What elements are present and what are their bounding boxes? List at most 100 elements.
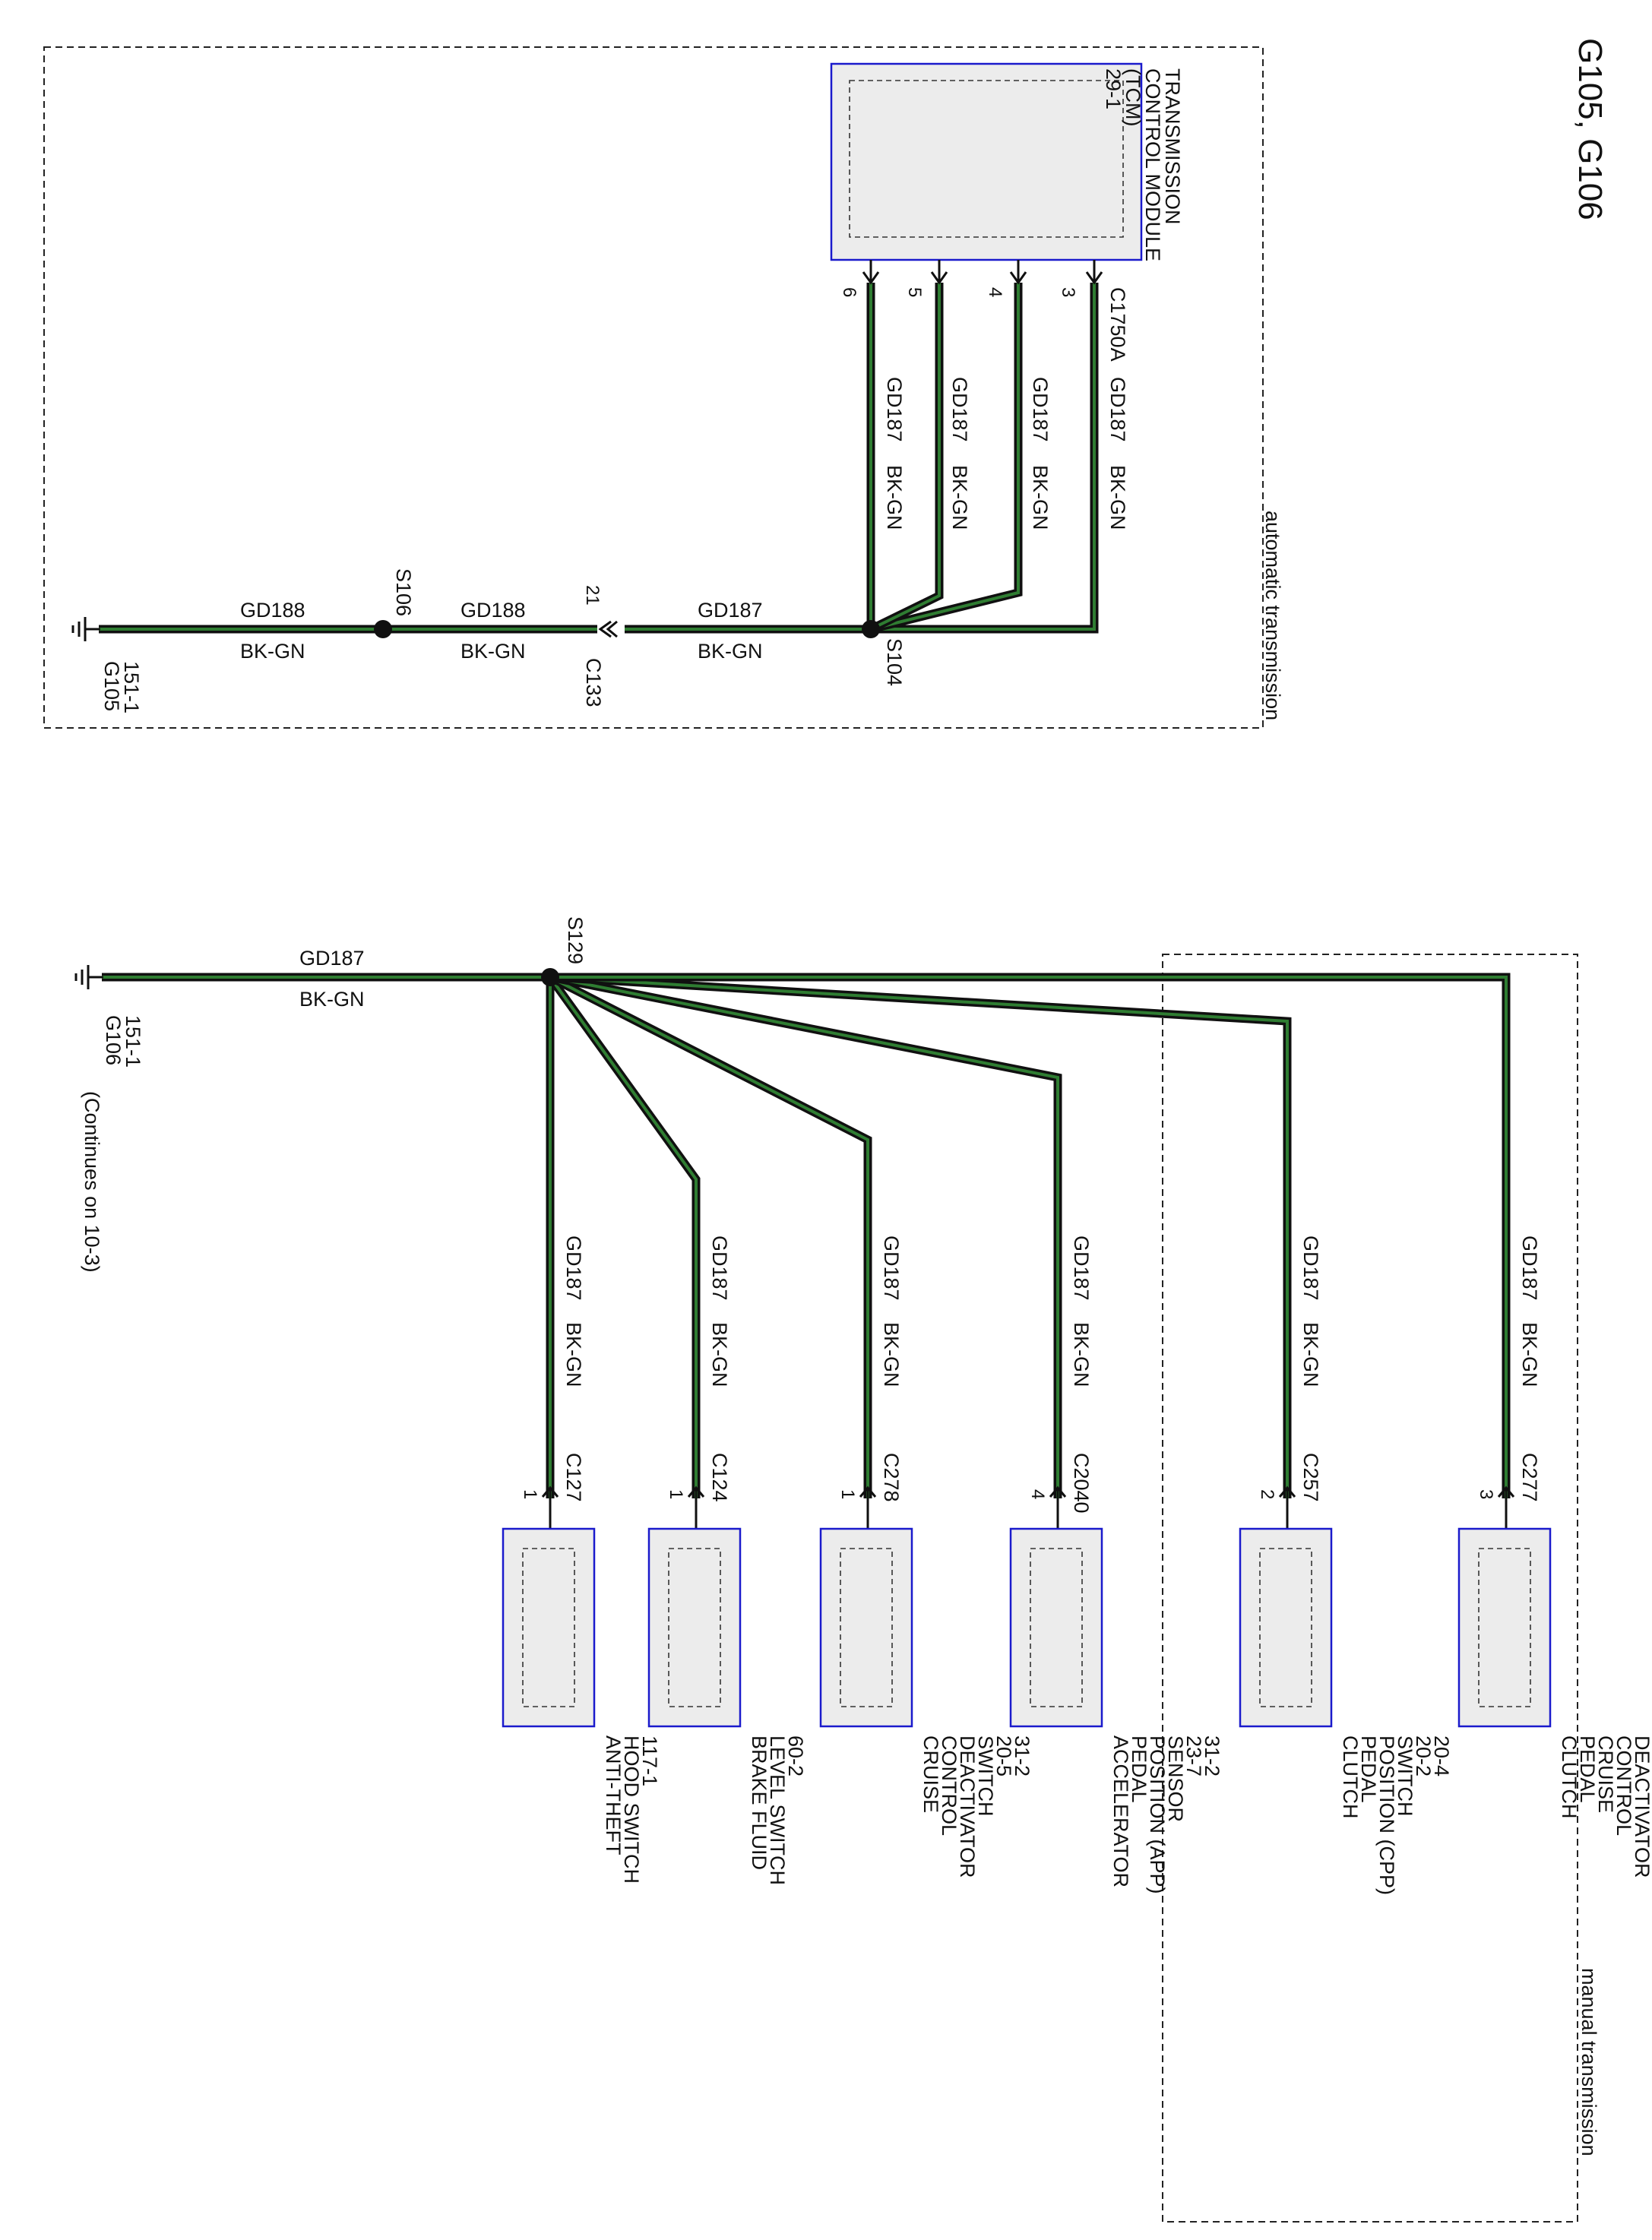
component-inner [668,1548,721,1707]
tcm-component[interactable] [830,62,1143,261]
splice-s106 [374,620,392,638]
component-outline [1239,1527,1333,1728]
tcm-pin-5-color: BK-GN [948,465,971,530]
component-name-line: HOOD SWITCH [620,1735,643,1884]
component-name-line: 20-2 [1412,1735,1435,1776]
branch-connector-label: C2040 [1070,1453,1093,1514]
tcm-pin-3-color: BK-GN [1106,465,1129,530]
component-box[interactable] [819,1527,913,1728]
branch-color-label: BK-GN [880,1322,903,1387]
component-outline [819,1527,913,1728]
branch-wire [550,976,1508,1498]
component-name-line: PEDAL [1357,1735,1380,1803]
branch-connector-label: C124 [708,1453,731,1502]
component-name-line: 23-7 [1182,1735,1205,1776]
component-name-line: POSITION (CPP) [1375,1735,1398,1895]
component-name-line: 31-2 [1011,1735,1033,1776]
tcm-pin-6-color: BK-GN [883,465,906,530]
component-name-line: SENSOR [1164,1735,1187,1822]
splice-s129-label: S129 [564,916,587,964]
seg-s106-g105-color: BK-GN [240,640,305,663]
component-name-line: 60-2 [784,1735,807,1776]
automatic-transmission-label: automatic transmission [1261,511,1284,720]
branch-pin-label: 1 [520,1489,540,1499]
branch-wire [549,976,698,1498]
seg-s104-c133-color: BK-GN [698,640,763,663]
component-name-line: PEDAL [1576,1735,1599,1803]
component-name: ANTI-THEFTHOOD SWITCH117-1 [602,1735,661,1884]
component-name-line: CONTROL [938,1735,961,1836]
component-name-line: 31-2 [1201,1735,1223,1776]
branch-pin-label: 1 [837,1489,858,1499]
tcm-pin-6-circuit: GD187 [883,377,906,442]
connector-c133 [597,620,625,638]
branch-circuit-label: GD187 [1299,1235,1322,1301]
branch-connector-label: C257 [1299,1453,1322,1502]
component-box[interactable] [1009,1527,1103,1728]
component-outline [1009,1527,1103,1728]
component-name-line: 20-5 [992,1735,1015,1776]
ground-g105-icon [71,617,100,641]
branch-pin-label: 2 [1257,1489,1277,1499]
branch-circuit-label: GD187 [1070,1235,1093,1301]
component-name-line: ACCELERATOR [1109,1735,1132,1887]
branch-connector-label: C127 [562,1453,585,1502]
branch-pin-label: 4 [1027,1489,1048,1499]
component-outline [502,1527,596,1728]
component-name: CRUISECONTROLDEACTIVATORSWITCH20-531-2 [919,1735,1033,1878]
branch-wire [549,976,1289,1498]
g106-wire-color: BK-GN [299,988,365,1011]
branch-color-label: BK-GN [1070,1322,1093,1387]
tcm-pin-6-label: 6 [839,287,859,297]
connector-c133-pin: 21 [582,585,603,606]
branch-color-label: BK-GN [1518,1322,1541,1387]
automatic-transmission-boundary [43,46,1264,729]
ground-g106-icon [74,965,103,989]
tcm-pin-3-label: 3 [1058,287,1078,297]
branch-color-label: BK-GN [1299,1322,1322,1387]
branch-wire [549,976,1059,1498]
splice-s106-label: S106 [392,568,415,616]
component-inner [1478,1548,1531,1707]
seg-s106-g105-circuit: GD188 [240,599,305,622]
component-name: CLUTCHPEDALPOSITION (CPP)SWITCH20-220-4 [1339,1735,1453,1895]
branch-circuit-label: GD187 [708,1235,731,1301]
branch-connector-label: C278 [880,1453,903,1502]
tcm-pin-4-label: 4 [985,287,1005,297]
branch-circuit-label: GD187 [1518,1235,1541,1301]
component-name-line: LEVEL SWITCH [766,1735,789,1885]
component-box[interactable] [1239,1527,1333,1728]
tcm-pin-4-color: BK-GN [1029,465,1052,530]
component-box[interactable] [647,1527,742,1728]
splice-s104 [862,620,880,638]
seg-s104-c133-circuit: GD187 [698,599,763,622]
component-name-line: POSITION (APP) [1146,1735,1169,1894]
component-name: BRAKE FLUIDLEVEL SWITCH60-2 [748,1735,807,1885]
tcm-branch-wires [866,283,1099,634]
component-name-line: SWITCH [1649,1735,1652,1816]
branch-circuit-label: GD187 [562,1235,585,1301]
component-box[interactable] [502,1527,596,1728]
component-name-line: 117-1 [638,1735,661,1786]
component-name-line: DEACTIVATOR [956,1735,979,1878]
ground-g106-note: (Continues on 10-3) [81,1091,103,1273]
tcm-pin-3-circuit: GD187 [1106,377,1129,442]
branch-circuit-label: GD187 [880,1235,903,1301]
component-name-line: SWITCH [1394,1735,1416,1816]
component-name-line: DEACTIVATOR [1631,1735,1652,1878]
branch-connector-label: C277 [1518,1453,1541,1502]
component-name-line: BRAKE FLUID [748,1735,771,1870]
component-name-line: ANTI-THEFT [602,1735,625,1855]
branch-color-label: BK-GN [562,1322,585,1387]
component-name-line: CLUTCH [1339,1735,1362,1819]
component-box[interactable] [1457,1527,1552,1728]
branch-wire-outer [549,973,1292,1498]
component-name: ACCELERATORPEDALPOSITION (APP)SENSOR23-7… [1109,1735,1223,1894]
page-title: G105, G106 [1571,38,1609,220]
branch-color-label: BK-GN [708,1322,731,1387]
s129-branch-wires [546,973,1511,1498]
component-name-line: SWITCH [974,1735,997,1816]
component-name-line: CRUISE [1594,1735,1617,1813]
